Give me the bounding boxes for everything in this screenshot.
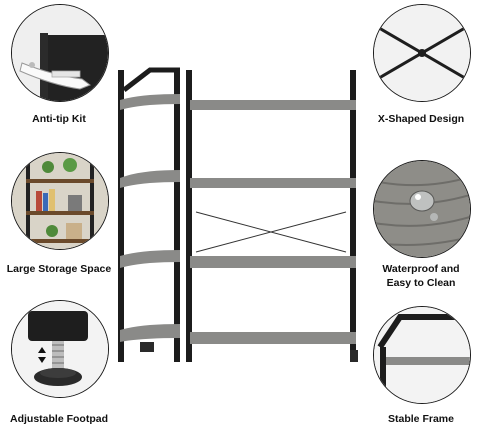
waterproof-label-line2: Easy to Clean — [386, 277, 456, 289]
water-droplet-icon — [374, 161, 470, 257]
waterproof-label-line1: Waterproof and — [382, 263, 460, 275]
frame-circle — [373, 306, 471, 404]
anti-tip-bracket-icon — [12, 5, 108, 101]
storage-circle — [11, 152, 109, 250]
footpad-circle — [11, 300, 109, 398]
x-brace-icon — [374, 5, 470, 101]
bookshelf-icon — [12, 153, 108, 249]
waterproof-circle — [373, 160, 471, 258]
bookshelf-product-image — [118, 67, 358, 362]
frame-label: Stable Frame — [388, 413, 454, 425]
footpad-label: Adjustable Footpad — [10, 413, 108, 425]
x-design-label: X-Shaped Design — [377, 113, 465, 125]
anti-tip-kit-label: Anti-tip Kit — [32, 113, 86, 125]
metal-frame-icon — [374, 307, 470, 403]
storage-label: Large Storage Space — [6, 263, 112, 275]
anti-tip-kit-circle — [11, 4, 109, 102]
adjustable-footpad-icon — [12, 301, 108, 397]
x-design-circle — [373, 4, 471, 102]
